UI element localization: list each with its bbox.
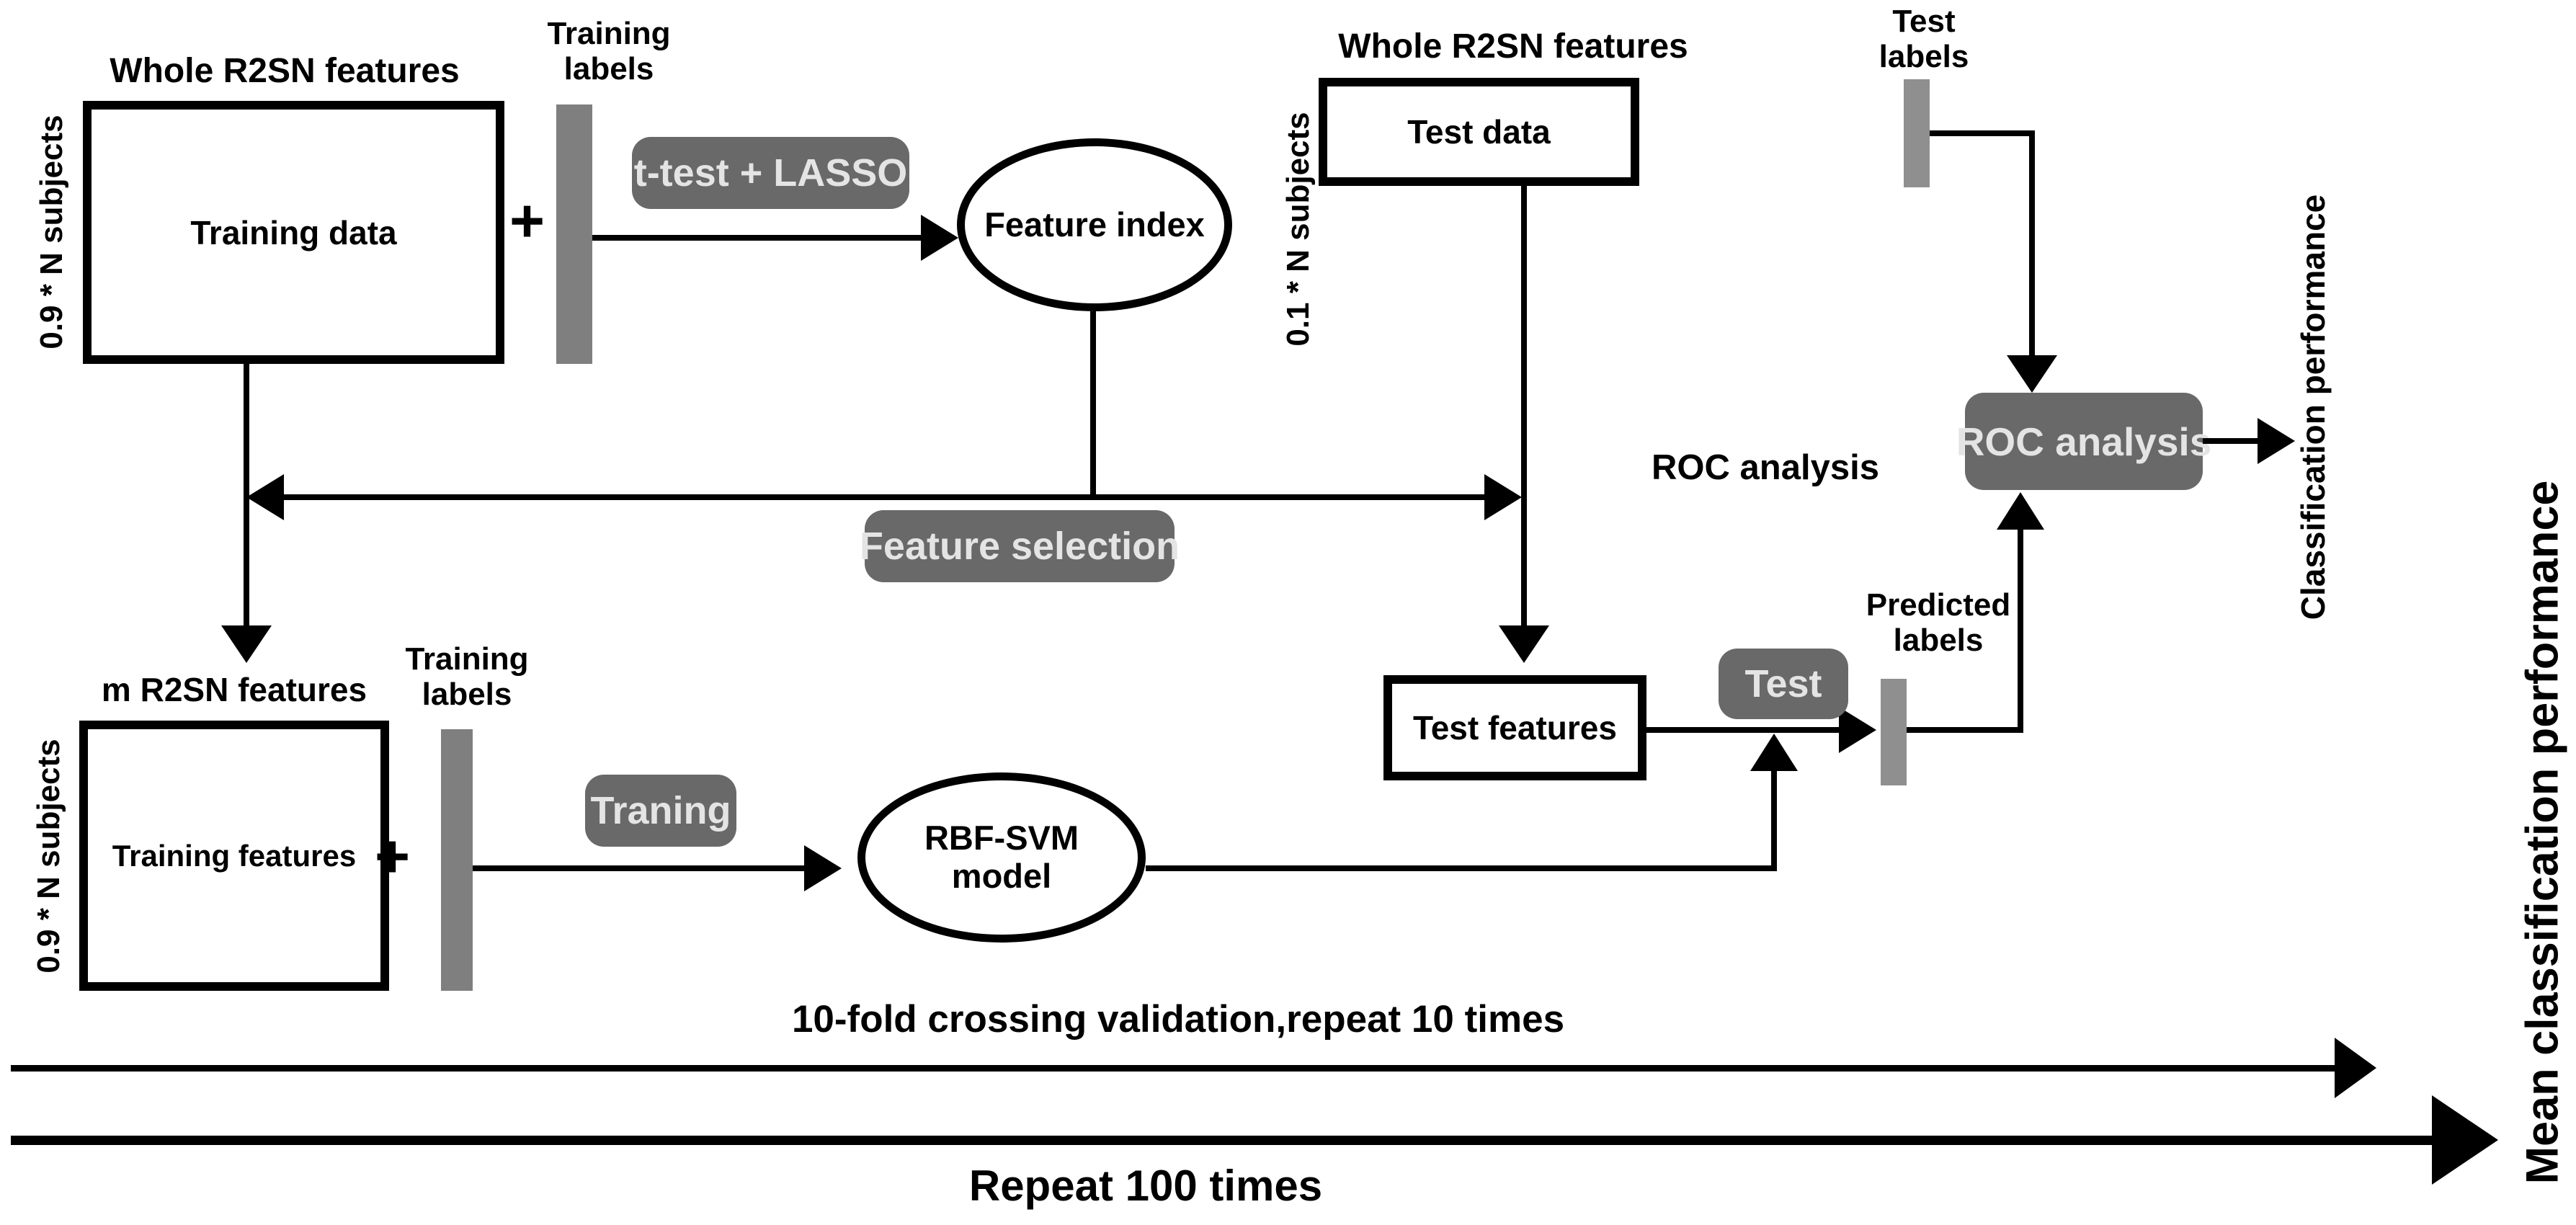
predicted-labels-caption: Predicted labels [1866,587,2011,659]
feature-selection-line [281,494,1489,500]
feature-selection-arrowhead-left [246,474,284,520]
repeat-arrowhead [2432,1095,2498,1185]
index-to-selection-line [1090,311,1096,497]
test-labels-caption: Test labels [1878,4,1969,75]
predicted-to-roc-line-v [2018,530,2023,733]
training-features-rows-label: 0.9 * N subjects [31,739,66,974]
roc-to-performance-arrowhead [2258,418,2295,464]
plus-sign-train-2: + [375,822,411,890]
model-to-test-arrowhead [1750,734,1798,771]
cv-caption: 10-fold crossing validation,repeat 10 ti… [791,998,1565,1041]
title-m-r2sn: m R2SN features [101,671,367,708]
test-features-box: Test features [1383,675,1646,780]
flow-train2-to-model-arrowhead [804,845,842,891]
testfeatures-to-predicted-arrowhead [1839,707,1876,753]
training-labels-caption-1: Training labels [547,16,671,87]
training-labels-caption-2: Training labels [405,641,529,713]
model-to-test-line-v [1771,765,1777,871]
traning-button: Traning [585,775,736,847]
training-rows-label: 0.9 * N subjects [34,115,69,349]
testlabels-to-roc-line-v [2029,130,2035,357]
classification-performance-label: Classification performance [2294,194,2332,620]
feature-selection-arrowhead-right [1484,474,1522,520]
training-labels-bar-1 [556,104,592,364]
ttest-lasso-button: t-test + LASSO [632,137,909,209]
test-data-box: Test data [1319,78,1639,186]
testdata-to-testfeatures-line [1521,186,1527,625]
flow-train2-to-model-line [473,865,806,871]
training-labels-bar-2 [441,729,473,991]
test-labels-bar [1904,79,1930,187]
rbf-svm-ellipse: RBF-SVM model [857,772,1146,943]
cv-arrow-line [11,1065,2336,1072]
testlabels-to-roc-line-h [1930,130,2035,136]
flow-train-to-index-arrowhead [921,215,958,261]
flow-train-to-index-line [592,235,922,241]
train-to-mfeatures-line [244,364,249,627]
title-whole-r2sn-test: Whole R2SN features [1338,27,1688,66]
testlabels-to-roc-arrowhead [2007,355,2057,393]
testdata-to-testfeatures-arrowhead [1499,625,1549,663]
plus-sign-train: + [509,187,545,254]
cv-arrowhead [2335,1038,2376,1098]
predicted-labels-bar [1881,679,1907,785]
feature-selection-button: Feature selection [860,510,1180,582]
train-to-mfeatures-arrowhead [221,625,272,663]
model-to-test-line-h [1146,865,1777,871]
title-whole-r2sn-train: Whole R2SN features [110,52,460,90]
training-features-box: Training features [79,721,389,991]
repeat-caption: Repeat 100 times [968,1162,1323,1210]
predicted-to-roc-line-h [1907,727,2023,733]
training-data-box: Training data [83,101,504,364]
roc-analysis-text: ROC analysis [1652,448,1879,487]
testfeatures-to-predicted-line [1646,727,1840,733]
roc-analysis-button: ROC analysis [1956,393,2211,490]
mean-performance-label: Mean classification performance [2517,480,2568,1185]
test-button: Test [1719,649,1848,719]
repeat-arrow-line [11,1136,2433,1145]
predicted-to-roc-arrowhead [1997,492,2044,530]
roc-to-performance-line [2203,438,2259,444]
test-rows-label: 0.1 * N subjects [1280,112,1316,347]
feature-index-ellipse: Feature index [957,138,1232,311]
